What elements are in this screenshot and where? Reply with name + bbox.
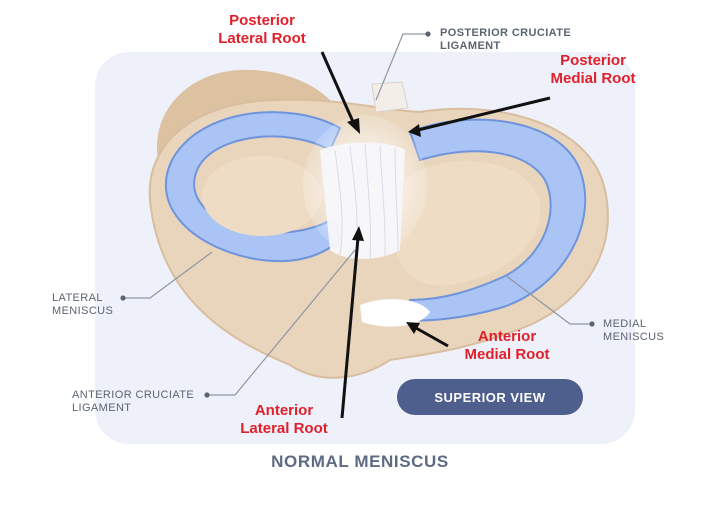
label-lateral-meniscus: LATERAL MENISCUS [52, 292, 114, 317]
label-posterior-cruciate-ligament: POSTERIOR CRUCIATE LIGAMENT [440, 27, 572, 52]
label-anterior-cruciate-ligament: ANTERIOR CRUCIATE LIGAMENT [72, 389, 195, 414]
label-posterior-lateral-root: Posterior Lateral Root [218, 12, 306, 47]
label-anterior-lateral-root: Anterior Lateral Root [240, 402, 328, 437]
diagram-caption: NORMAL MENISCUS [271, 452, 449, 471]
callout-lines [123, 33, 592, 396]
root-arrows [320, 51, 551, 419]
pcl-stub [371, 81, 409, 113]
label-anterior-medial-root: Anterior Medial Root [464, 328, 550, 363]
medial-articular-surface [395, 161, 541, 286]
label-medial-meniscus: MEDIAL MENISCUS [603, 318, 665, 343]
label-posterior-medial-root: Posterior Medial Root [550, 52, 636, 87]
anterior-medial-root-fibres [360, 299, 430, 327]
callout-dots [120, 31, 595, 398]
superior-view-badge: SUPERIOR VIEW [397, 379, 583, 415]
acl-fibres [320, 142, 405, 259]
lateral-articular-surface [202, 156, 322, 236]
